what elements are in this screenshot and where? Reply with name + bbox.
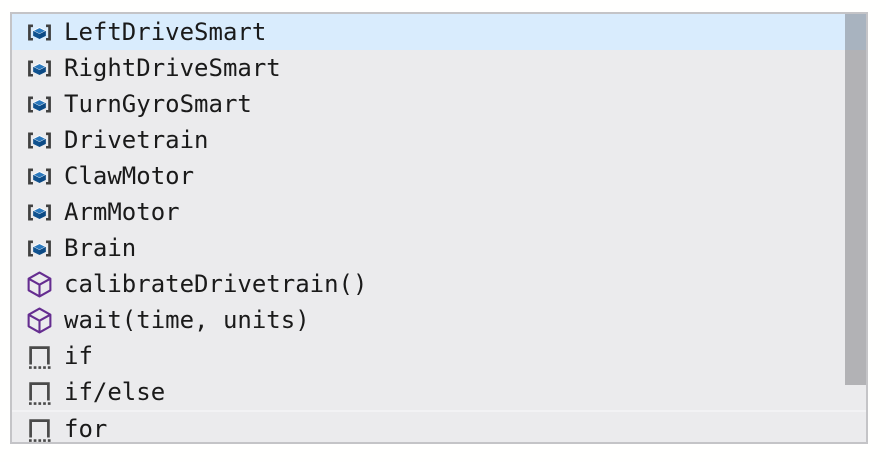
suggestion-label: wait(time, units) — [64, 306, 310, 334]
suggestion-label: TurnGyroSmart — [64, 90, 252, 118]
suggestion-label: ClawMotor — [64, 162, 195, 190]
suggestion-item[interactable]: wait(time, units) — [12, 302, 866, 338]
suggestion-item-selected[interactable]: LeftDriveSmart — [12, 14, 866, 50]
variable-icon — [25, 18, 54, 47]
suggestion-label: LeftDriveSmart — [64, 18, 267, 46]
suggestion-item[interactable]: calibrateDrivetrain() — [12, 266, 866, 302]
variable-icon — [25, 54, 54, 83]
variable-icon — [25, 198, 54, 227]
variable-icon — [25, 90, 54, 119]
variable-icon — [25, 126, 54, 155]
suggestion-item[interactable]: Drivetrain — [12, 122, 866, 158]
variable-icon — [25, 162, 54, 191]
suggestion-item[interactable]: ClawMotor — [12, 158, 866, 194]
snippet-icon — [25, 342, 54, 371]
function-icon — [25, 270, 54, 299]
function-icon — [25, 306, 54, 335]
suggestion-label: if/else — [64, 378, 166, 406]
suggestion-label: if — [64, 342, 93, 370]
suggestion-item[interactable]: TurnGyroSmart — [12, 86, 866, 122]
suggestion-item[interactable]: if — [12, 338, 866, 374]
suggestion-item[interactable]: Brain — [12, 230, 866, 266]
suggestion-item[interactable]: ArmMotor — [12, 194, 866, 230]
suggestion-label: Brain — [64, 234, 137, 262]
suggestion-label: for — [64, 415, 108, 443]
suggestion-label: RightDriveSmart — [64, 54, 281, 82]
variable-icon — [25, 234, 54, 263]
suggestion-label: calibrateDrivetrain() — [64, 270, 368, 298]
suggestion-label: Drivetrain — [64, 126, 209, 154]
suggestion-item[interactable]: if/else — [12, 374, 866, 410]
suggestion-item[interactable]: RightDriveSmart — [12, 50, 866, 86]
snippet-icon — [25, 378, 54, 407]
scrollbar-thumb[interactable] — [845, 14, 866, 385]
suggestion-item[interactable]: for — [12, 410, 866, 443]
snippet-icon — [25, 415, 54, 443]
suggestion-label: ArmMotor — [64, 198, 180, 226]
